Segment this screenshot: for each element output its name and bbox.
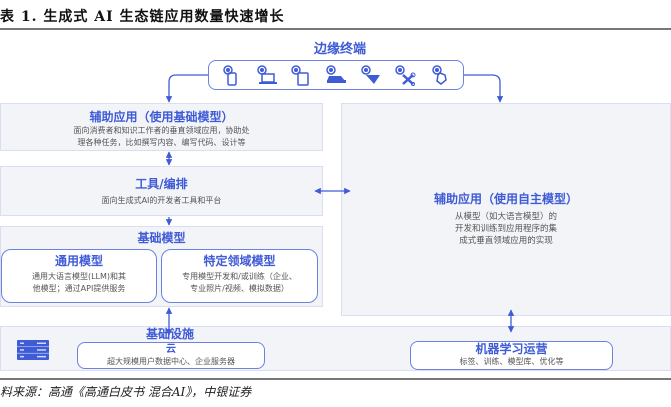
- server-rack-icon: [17, 340, 49, 360]
- assist-own-line2: 开发和训练到应用程序的集: [454, 224, 557, 234]
- assist-foundation-heading: 辅助应用（使用基础模型）: [89, 110, 234, 124]
- tools-heading: 工具/编排: [135, 177, 188, 191]
- bottom-rule: [0, 378, 671, 380]
- assist-own-line3: 成式垂直领域应用的实现: [459, 236, 553, 246]
- edge-to-right-arrow: [464, 74, 504, 103]
- infrastructure-heading: 基础设施: [145, 327, 194, 341]
- cloud-description: 超大规模用户数据中心、企业服务器: [107, 357, 235, 366]
- domain-model-line2: 专业照片/视频、模拟数据）: [190, 284, 289, 293]
- quadcopter-icon: [395, 65, 416, 86]
- source-note: 料来源：高通《高通白皮书 混合AI》，中银证券: [0, 385, 252, 399]
- assist-foundation-line2: 理各种任务，比如撰写内容、编写代码、设计等: [77, 138, 246, 147]
- assist-foundation-line1: 面向消费者和知识工作者的垂直领域应用，协助处: [73, 126, 250, 135]
- smartwatch-icon: [431, 65, 447, 85]
- mlops-heading: 机器学习运营: [475, 342, 548, 356]
- assist-foundation-panel: 辅助应用（使用基础模型） 面向消费者和知识工作者的垂直领域应用，协助处 理各种任…: [0, 103, 323, 151]
- mlops-box: 机器学习运营 标签、训练、模型库、优化等: [410, 341, 613, 370]
- general-model-box: 通用模型 通用大语言模型(LLM)和其 他模型；通过API提供服务: [1, 249, 157, 303]
- domain-model-heading: 特定领域模型: [203, 254, 276, 268]
- tools-panel: 工具/编排 面向生成式AI的开发者工具和平台: [0, 166, 323, 216]
- general-model-line2: 他模型；通过API提供服务: [32, 284, 126, 293]
- edge-devices-box: [208, 60, 464, 90]
- tablet-icon: [291, 65, 310, 86]
- tools-description: 面向生成式AI的开发者工具和平台: [101, 196, 222, 205]
- assist-own-panel: 辅助应用（使用自主模型） 从模型（如大语言模型）的 开发和训练到应用程序的集 成…: [341, 103, 671, 316]
- foundation-models-heading: 基础模型: [137, 231, 186, 245]
- general-model-line1: 通用大语言模型(LLM)和其: [31, 272, 127, 281]
- table-title: 表 1. 生成式 AI 生态链应用数量快速增长: [0, 9, 285, 25]
- domain-model-line1: 专用模型开发和/或训练（企业、: [182, 272, 297, 281]
- car-icon: [326, 65, 346, 83]
- domain-model-box: 特定领域模型 专用模型开发和/或训练（企业、 专业照片/视频、模拟数据）: [161, 249, 318, 303]
- assist-own-line1: 从模型（如大语言模型）的: [454, 212, 557, 222]
- general-model-heading: 通用模型: [54, 254, 103, 268]
- cloud-box: 云 超大规模用户数据中心、企业服务器: [77, 342, 265, 369]
- top-rule: [0, 28, 671, 30]
- laptop-icon: [257, 65, 277, 84]
- mlops-description: 标签、训练、模型库、优化等: [459, 357, 564, 366]
- cloud-heading: 云: [166, 344, 176, 355]
- edge-to-left-arrow: [165, 74, 208, 103]
- drone-icon: [360, 65, 380, 84]
- assist-own-heading: 辅助应用（使用自主模型）: [433, 192, 578, 206]
- smartphone-icon: [223, 65, 238, 86]
- edge-devices-label: 边缘终端: [313, 42, 366, 57]
